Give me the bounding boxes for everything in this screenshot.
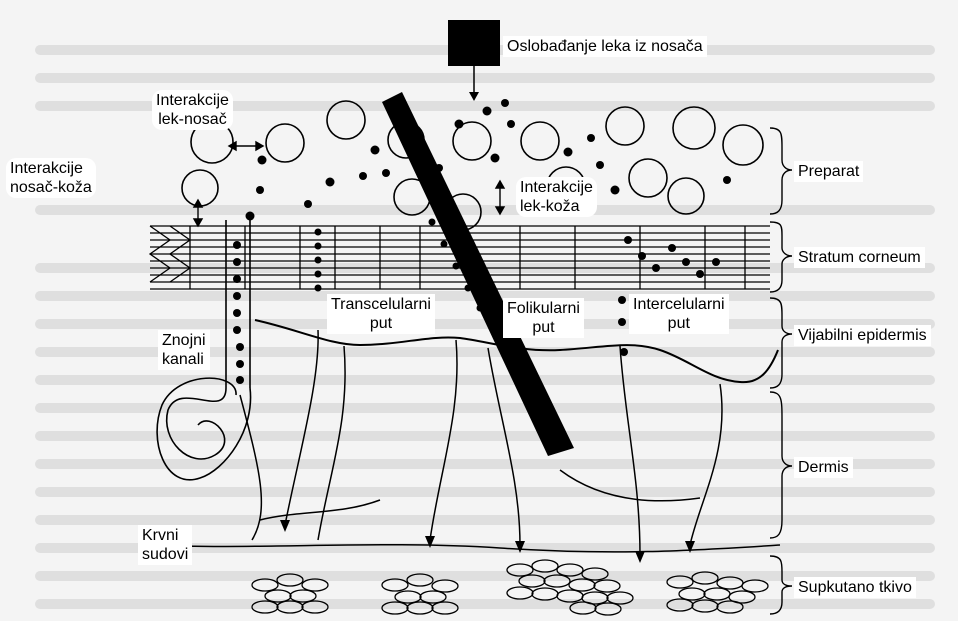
- label-drug-carrier-line1: Interakcije: [156, 91, 229, 110]
- label-drug-skin-interaction: Interakcije lek-koža: [516, 177, 597, 217]
- label-subcutaneous-tissue: Supkutano tkivo: [794, 577, 916, 598]
- label-drug-carrier-interaction: Interakcije lek-nosač: [152, 90, 233, 130]
- label-carrier-skin-interaction: Interakcije nosač-koža: [6, 158, 96, 198]
- layer-braces: [770, 128, 792, 614]
- label-sweat-ducts: Znojni kanali: [158, 330, 210, 370]
- label-blood-vessels: Krvni sudovi: [138, 525, 192, 565]
- label-carrier-skin-line1: Interakcije: [10, 159, 92, 178]
- label-drug-skin-line1: Interakcije: [520, 178, 593, 197]
- hair-follicle-shaft: [382, 92, 574, 456]
- label-sweat-line1: Znojni: [162, 331, 206, 350]
- label-intercellular-line1: Intercelularni: [633, 295, 725, 314]
- label-transcellular-line2: put: [331, 314, 431, 333]
- drug-release-block: [448, 20, 500, 66]
- label-preparat: Preparat: [794, 161, 863, 182]
- sweat-duct-particles: [233, 241, 244, 384]
- label-intercellular-route: Intercelularni put: [629, 294, 729, 334]
- label-follicular-line1: Folikularni: [507, 299, 580, 318]
- label-vessels-line1: Krvni: [142, 526, 188, 545]
- label-follicular-line2: put: [507, 318, 580, 337]
- label-drug-release: Oslobađanje leka iz nosača: [503, 36, 707, 57]
- label-carrier-skin-line2: nosač-koža: [10, 178, 92, 197]
- release-arrowhead: [469, 92, 479, 101]
- label-dermis: Dermis: [794, 457, 853, 478]
- label-vessels-line2: sudovi: [142, 545, 188, 564]
- label-drug-skin-line2: lek-koža: [520, 197, 593, 216]
- label-transcellular-route: Transcelularni put: [327, 294, 435, 334]
- label-drug-carrier-line2: lek-nosač: [156, 110, 229, 129]
- dermis-arrows: [280, 520, 695, 563]
- label-intercellular-line2: put: [633, 314, 725, 333]
- label-follicular-route: Folikularni put: [503, 298, 584, 338]
- label-transcellular-line1: Transcelularni: [331, 295, 431, 314]
- label-viable-epidermis: Vijabilni epidermis: [794, 325, 931, 346]
- drug-particles: [246, 99, 732, 221]
- label-stratum-corneum: Stratum corneum: [794, 247, 925, 268]
- label-sweat-line2: kanali: [162, 350, 206, 369]
